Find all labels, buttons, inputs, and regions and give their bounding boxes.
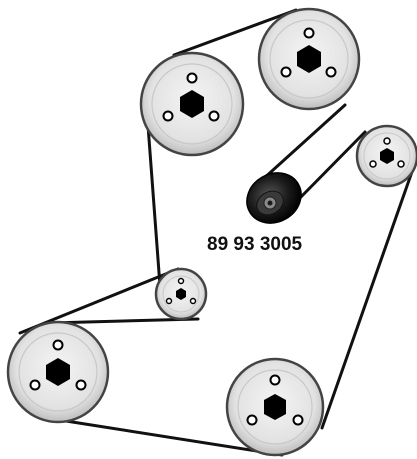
pulley-lower-right xyxy=(225,357,325,457)
bolt-hole-icon xyxy=(165,297,173,305)
pulley-lower-left xyxy=(6,320,110,424)
part-number-label: 89 93 3005 xyxy=(207,234,303,255)
hexagon-hub-icon xyxy=(297,45,321,73)
pulley-upper-left xyxy=(139,51,245,157)
bolt-hole-icon xyxy=(246,414,258,426)
bolt-hole-icon xyxy=(397,160,405,168)
hexagon-hub-icon xyxy=(46,358,70,386)
hexagon-hub-icon xyxy=(264,394,286,420)
belt-segment-right-to-bottom-right xyxy=(320,164,416,430)
hexagon-hub-icon xyxy=(380,148,394,164)
bolt-hole-icon xyxy=(208,110,220,122)
bolt-hole-icon xyxy=(177,277,185,285)
bolt-hole-icon xyxy=(303,27,315,39)
belt-segment-top xyxy=(172,8,298,57)
belt-segment-right-upper-to-tensioner xyxy=(260,103,347,182)
belt-segment-small-to-upper-left xyxy=(145,110,162,288)
hexagon-hub-icon xyxy=(176,288,186,300)
tensioner-roller-icon xyxy=(246,172,302,224)
bolt-hole-icon xyxy=(369,160,377,168)
bolt-hole-icon xyxy=(189,297,197,305)
bolt-hole-icon xyxy=(269,374,281,386)
bolt-hole-icon xyxy=(29,379,41,391)
hexagon-hub-icon xyxy=(180,90,204,118)
bolt-hole-icon xyxy=(292,414,304,426)
pulley-right xyxy=(355,124,417,188)
bolt-hole-icon xyxy=(383,137,391,145)
bolt-hole-icon xyxy=(280,66,292,78)
pulley-upper-right xyxy=(257,7,361,111)
pulley-small-idler xyxy=(154,267,208,321)
bolt-hole-icon xyxy=(75,379,87,391)
bolt-hole-icon xyxy=(186,72,198,84)
bolt-hole-icon xyxy=(325,66,337,78)
belt-segment-tensioner-to-right xyxy=(292,130,367,206)
belt-segment-bottom xyxy=(64,419,284,457)
bolt-hole-icon xyxy=(162,110,174,122)
belt-segment-small-to-left xyxy=(48,317,200,325)
bolt-hole-icon xyxy=(52,339,64,351)
